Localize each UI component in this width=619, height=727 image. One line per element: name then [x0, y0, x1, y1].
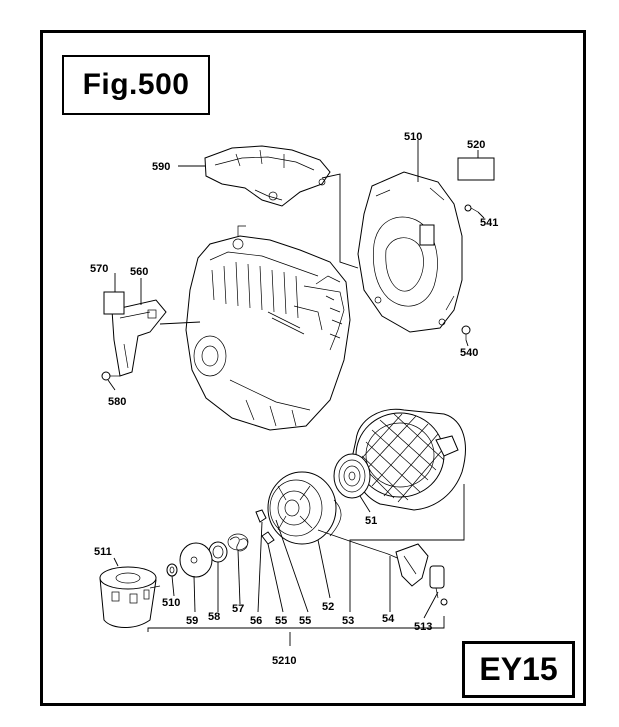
- gasket-part: [103, 291, 125, 315]
- rope-guide-part: [429, 565, 448, 606]
- part-label-511: 511: [94, 546, 112, 558]
- side-plate-part: [111, 299, 167, 377]
- part-label-580: 580: [108, 396, 126, 408]
- part-label-57: 57: [232, 603, 244, 615]
- part-label-58: 58: [208, 611, 220, 623]
- model-code-box: EY15: [462, 641, 575, 698]
- part-label-570: 570: [90, 263, 108, 275]
- model-code: EY15: [479, 651, 558, 687]
- part-label-53: 53: [342, 615, 354, 627]
- diagram-frame: [40, 30, 586, 706]
- decal-part: [457, 157, 495, 181]
- recoil-pulley-part: [267, 471, 342, 545]
- coil-spring-part: [227, 533, 249, 552]
- part-label-520: 520: [467, 139, 485, 151]
- fan-housing-part: [357, 171, 463, 333]
- part-label-5210: 5210: [272, 655, 296, 667]
- washer-part: [166, 563, 178, 577]
- spiral-spring-part: [333, 453, 371, 499]
- engine-block-part: [185, 225, 351, 431]
- part-label-55-a: 55: [275, 615, 287, 627]
- part-label-510: 510: [404, 131, 422, 143]
- starter-cup-part: [99, 566, 161, 628]
- part-label-590: 590: [152, 161, 170, 173]
- top-cover-part: [204, 145, 331, 207]
- figure-title-box: Fig.500: [62, 55, 210, 115]
- recoil-cover-part: [351, 408, 466, 511]
- starter-rope-part: [317, 529, 403, 561]
- part-label-510-washer: 510: [162, 597, 180, 609]
- bolt-540-part: [461, 325, 471, 340]
- pawl-part: [255, 509, 267, 523]
- bolt-541-part: [464, 204, 479, 213]
- part-label-560: 560: [130, 266, 148, 278]
- part-label-55-b: 55: [299, 615, 311, 627]
- bolt-580-part: [101, 371, 120, 381]
- part-label-52: 52: [322, 601, 334, 613]
- starter-handle-part: [395, 543, 429, 587]
- part-label-56: 56: [250, 615, 262, 627]
- part-label-540: 540: [460, 347, 478, 359]
- part-label-541: 541: [480, 217, 498, 229]
- pawl-spring-part: [261, 531, 275, 545]
- figure-title: Fig.500: [82, 68, 190, 101]
- part-label-59: 59: [186, 615, 198, 627]
- part-label-51: 51: [365, 515, 377, 527]
- leader-lines: [107, 140, 485, 646]
- friction-plate-part: [179, 542, 213, 578]
- part-label-54: 54: [382, 613, 395, 625]
- part-label-513: 513: [414, 621, 432, 633]
